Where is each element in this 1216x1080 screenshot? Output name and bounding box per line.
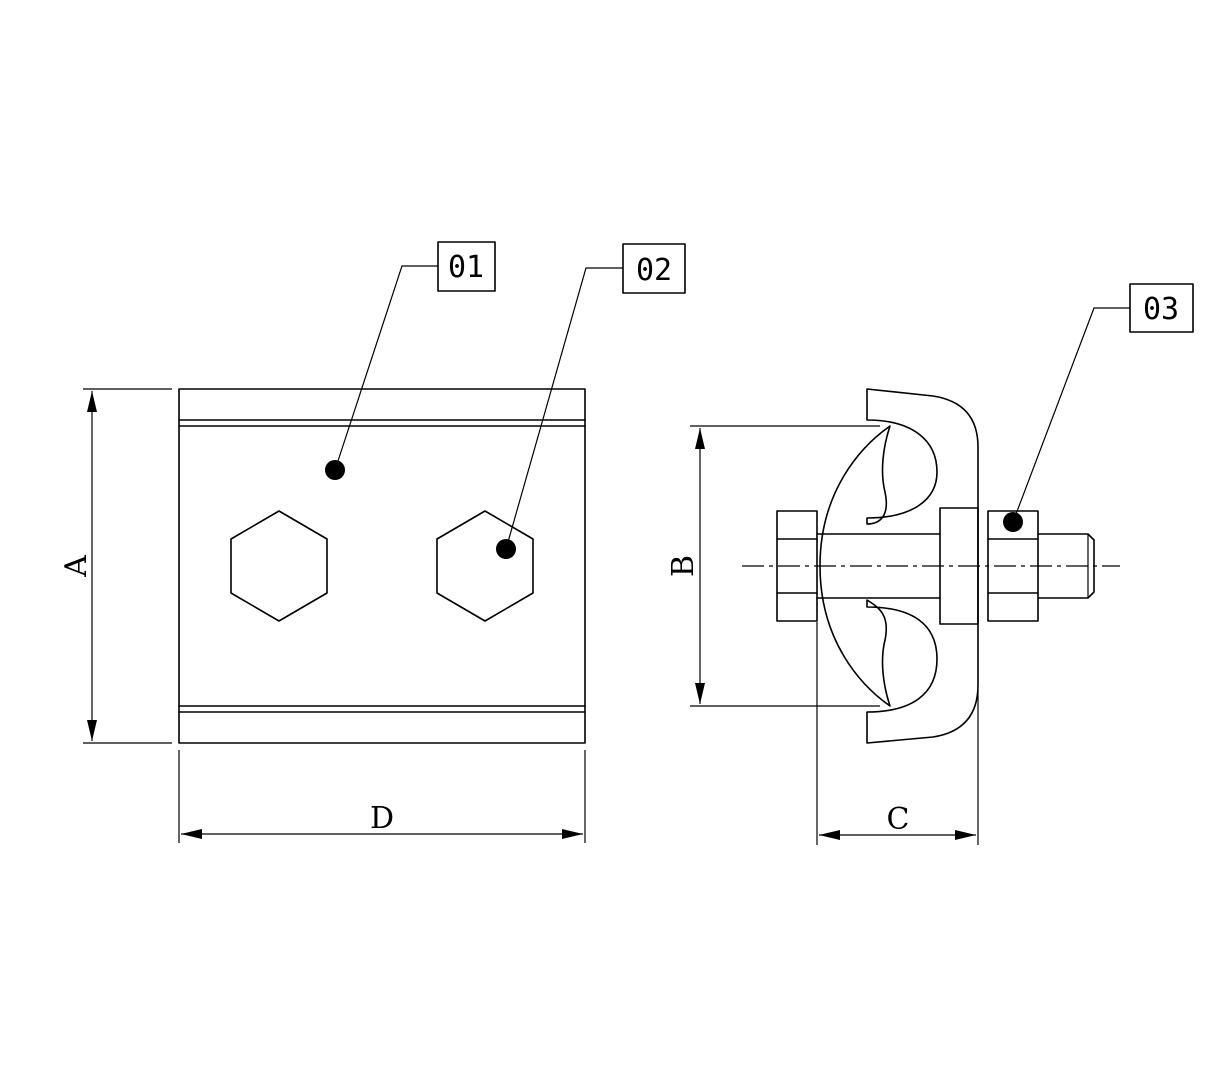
callout-02: 02: [496, 243, 686, 559]
callout-03-dot: [1003, 512, 1023, 532]
callout-02-box: [622, 243, 686, 294]
clamp-c-body: [819, 388, 979, 744]
dimension-b-label: B: [666, 555, 701, 577]
front-view: [178, 388, 586, 744]
callout-01-box: [437, 241, 496, 292]
hex-bolt-head-left: [230, 510, 328, 622]
dimension-c: C: [816, 622, 979, 845]
callout-03-box: [1129, 283, 1194, 333]
dimension-a-label: A: [59, 555, 94, 578]
clamp-body-outline: [178, 388, 586, 744]
callout-01-dot: [325, 460, 345, 480]
dimension-d: D: [178, 750, 586, 843]
callout-01-label: 01: [448, 250, 484, 285]
callout-02-label: 02: [636, 253, 672, 288]
dimension-b: B: [666, 425, 880, 707]
callout-01: 01: [325, 241, 496, 480]
callout-03-label: 03: [1143, 292, 1179, 327]
hex-bolt-head-right: [436, 510, 534, 622]
side-view: [742, 388, 1120, 744]
dimension-a: A: [59, 388, 172, 744]
callout-03: 03: [1003, 283, 1194, 532]
callout-02-dot: [496, 539, 516, 559]
dimension-c-label: C: [887, 802, 910, 837]
dimension-d-label: D: [370, 801, 394, 836]
